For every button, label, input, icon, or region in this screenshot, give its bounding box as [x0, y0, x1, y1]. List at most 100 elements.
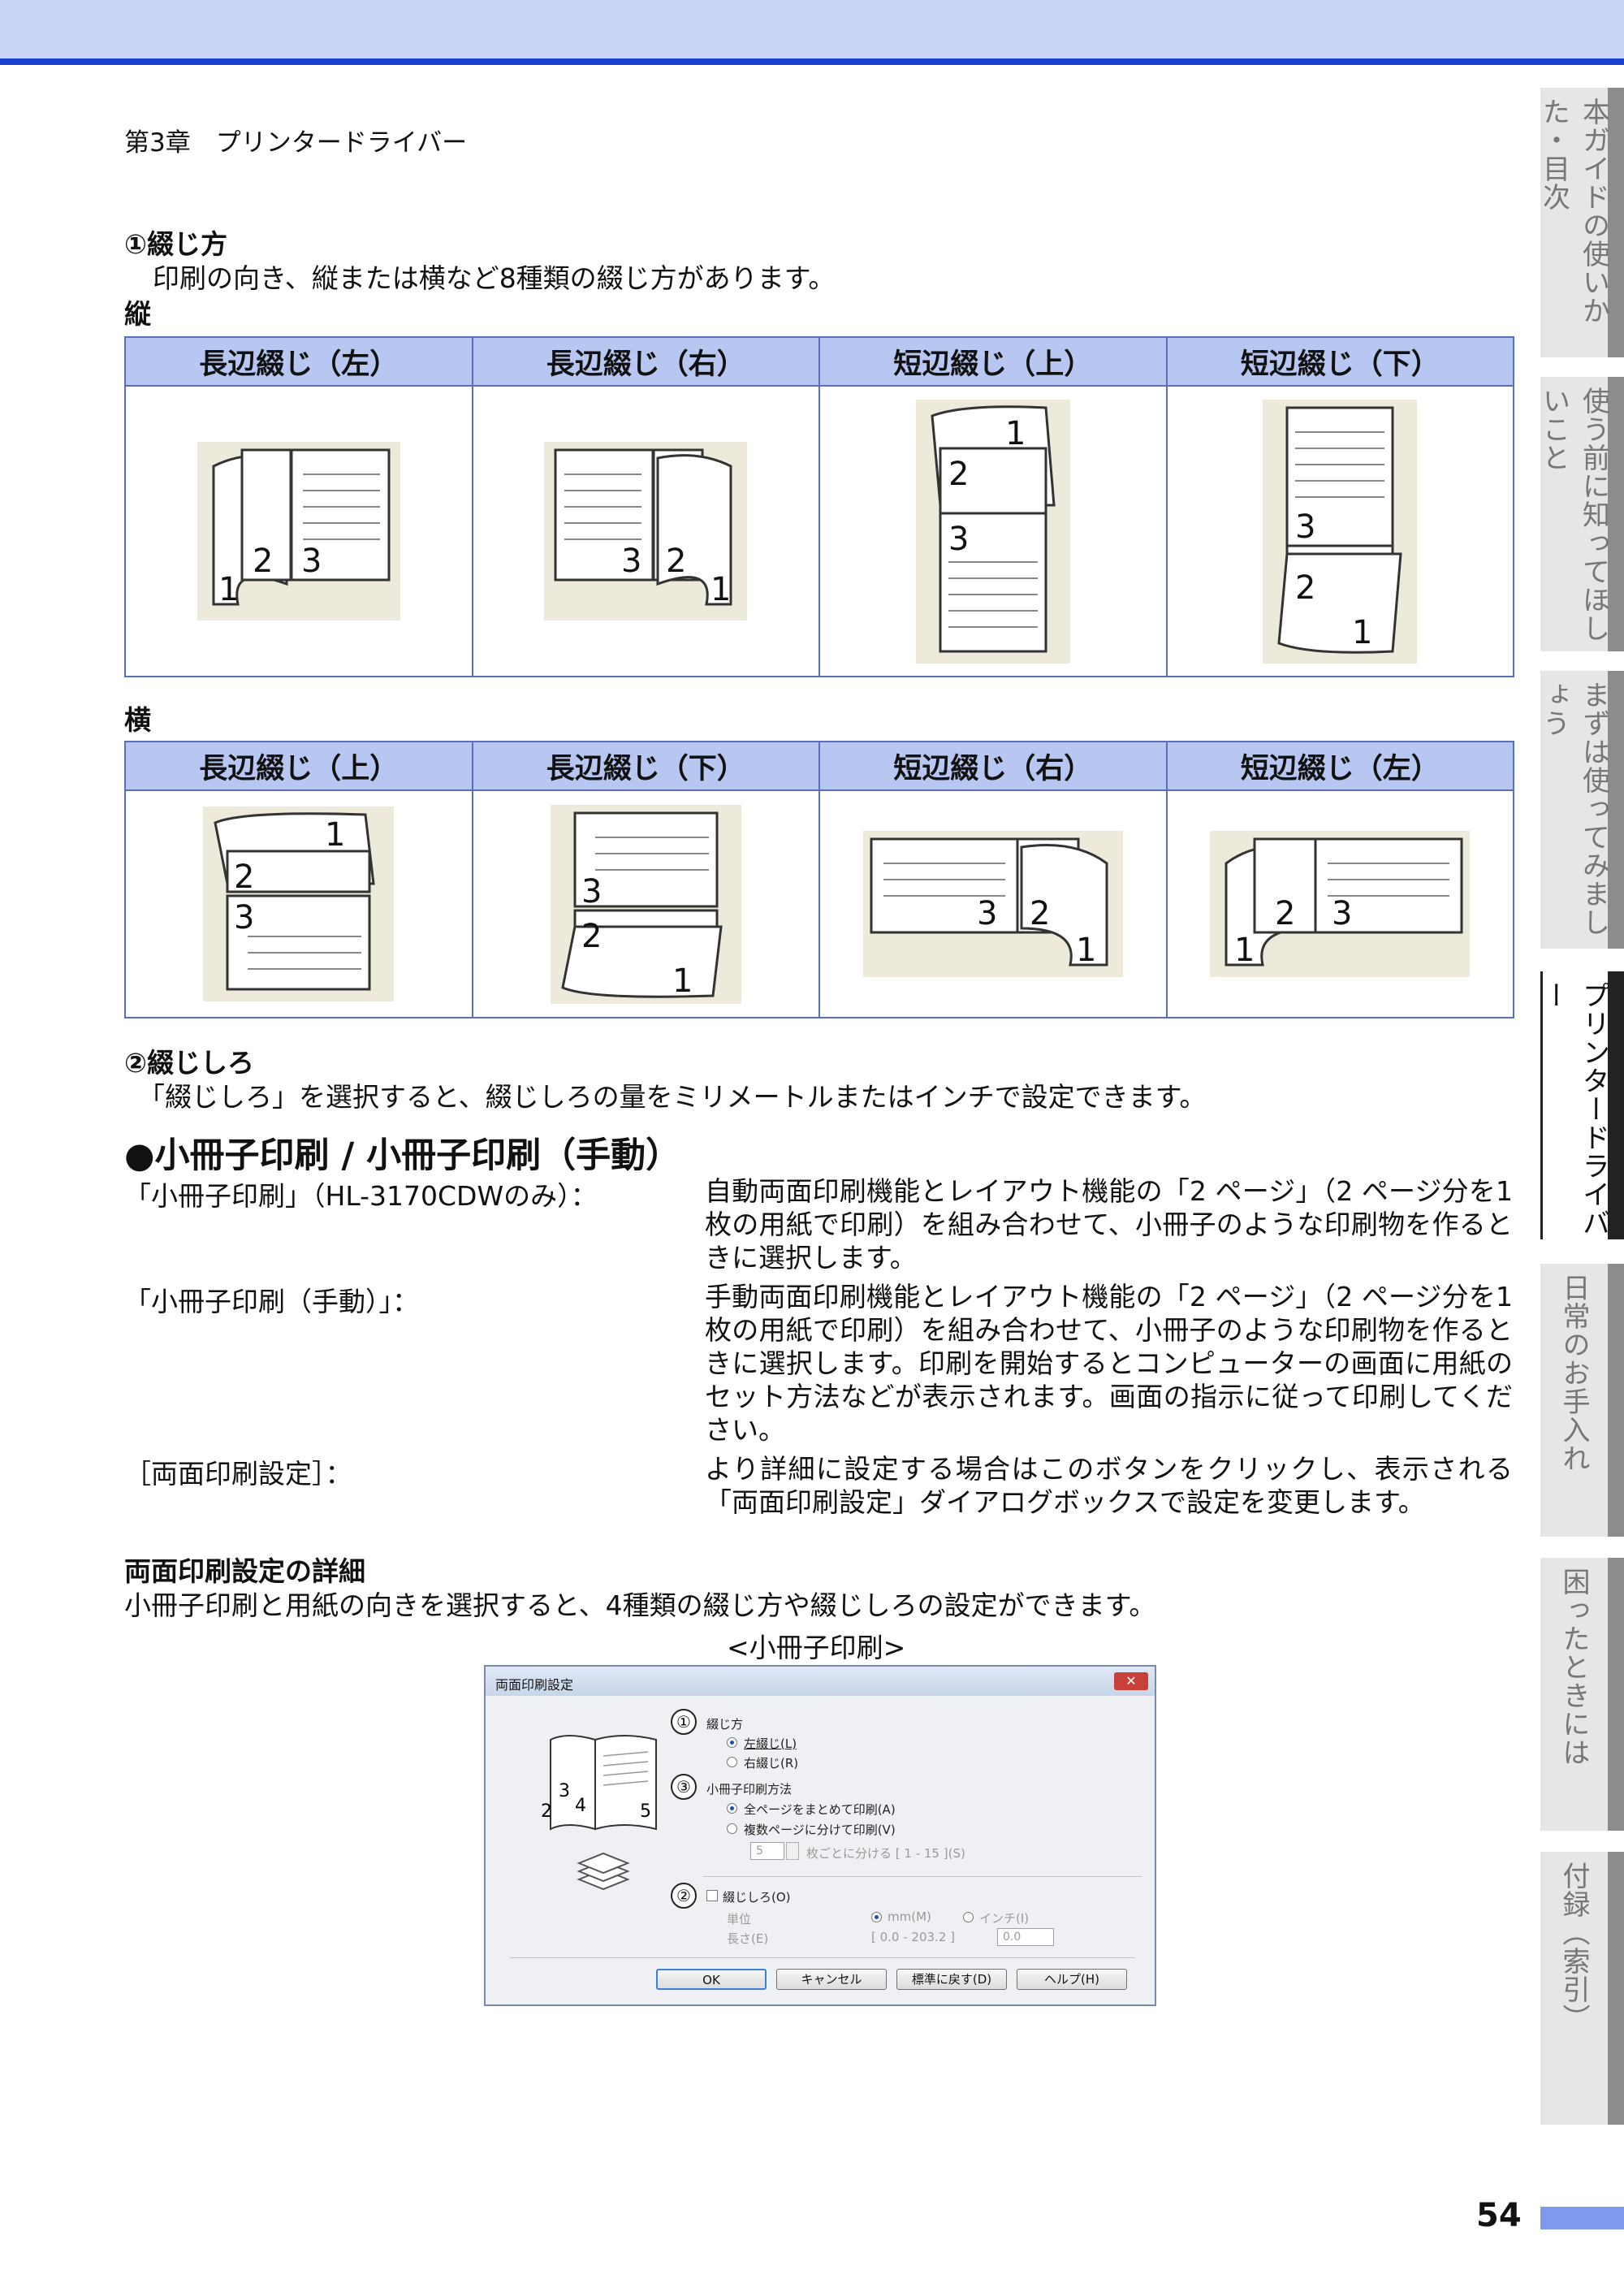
- sheets-input[interactable]: 5: [750, 1842, 784, 1860]
- right-binding-radio[interactable]: [727, 1757, 737, 1767]
- svg-text:1: 1: [1005, 415, 1026, 452]
- svg-text:1: 1: [218, 571, 239, 608]
- page-number-bar: [1540, 2207, 1624, 2229]
- header-rule: [0, 58, 1624, 65]
- split-pages-label: 複数ページに分けて印刷(V): [744, 1823, 896, 1837]
- duplex-detail-desc: 小冊子印刷と用紙の向きを選択すると、4種類の綴じ方や綴じしろの設定ができます。: [124, 1589, 1156, 1621]
- sheets-suffix: 枚ごとに分ける [ 1 - 15 ](S): [806, 1846, 965, 1861]
- margin-checkbox[interactable]: [706, 1890, 718, 1901]
- svg-text:3: 3: [1332, 895, 1352, 932]
- duplex-detail-heading: 両面印刷設定の詳細: [124, 1555, 365, 1587]
- page-number: 54: [1476, 2197, 1522, 2234]
- portrait-long-left-cell: 2 3 1: [124, 385, 473, 677]
- portrait-label: 縦: [124, 298, 151, 330]
- binding-illustration: 3 2 1: [1263, 399, 1418, 664]
- callout-number: ②: [671, 1883, 697, 1909]
- svg-text:3: 3: [977, 895, 997, 932]
- portrait-header: 長辺綴じ（左）: [124, 336, 473, 387]
- booklet-item-desc: 手動両面印刷機能とレイアウト機能の「2 ページ」（2 ページ分を1枚の用紙で印刷…: [705, 1281, 1513, 1446]
- close-button[interactable]: ✕: [1114, 1672, 1148, 1690]
- reset-default-button[interactable]: 標準に戻す(D): [896, 1969, 1007, 1990]
- print-all-label: 全ページをまとめて印刷(A): [744, 1802, 896, 1817]
- dialog-title: 両面印刷設定: [495, 1677, 574, 1693]
- landscape-short-right-cell: 3 2 1: [818, 789, 1168, 1018]
- landscape-header: 短辺綴じ（右）: [818, 741, 1168, 791]
- booklet-preview-icon: 3 2 4 5: [541, 1735, 657, 1831]
- portrait-header: 短辺綴じ（下）: [1165, 336, 1514, 387]
- right-binding-label: 右綴じ(R): [744, 1756, 799, 1771]
- landscape-header: 短辺綴じ（左）: [1165, 741, 1514, 791]
- side-tab-maintenance[interactable]: 日常のお手入れ: [1540, 1264, 1624, 1537]
- booklet-method-label: 小冊子印刷方法: [706, 1782, 793, 1797]
- binding-illustration: 2 3 1: [1210, 831, 1471, 977]
- landscape-long-top-cell: 1 2 3: [124, 789, 473, 1018]
- binding-method-desc: 印刷の向き、縦または横など8種類の綴じ方があります。: [153, 262, 836, 294]
- binding-illustration: 3 2 1: [544, 442, 748, 621]
- svg-text:2: 2: [541, 1801, 552, 1822]
- landscape-short-left-cell: 2 3 1: [1165, 789, 1514, 1018]
- margin-label: 綴じしろ(O): [723, 1890, 791, 1905]
- length-label: 長さ(E): [727, 1931, 769, 1946]
- binding-margin-desc: 「綴じしろ」を選択すると、綴じしろの量をミリメートルまたはインチで設定できます。: [138, 1081, 1207, 1113]
- svg-text:2: 2: [1030, 895, 1050, 932]
- binding-illustration: 1 2 3: [915, 399, 1070, 664]
- booklet-item-label: ［両面印刷設定］：: [124, 1458, 352, 1490]
- svg-text:3: 3: [621, 543, 641, 580]
- print-all-radio[interactable]: [727, 1803, 737, 1814]
- booklet-heading: ●小冊子印刷 / 小冊子印刷（手動）: [124, 1135, 681, 1176]
- portrait-short-top-cell: 1 2 3: [818, 385, 1168, 677]
- inch-radio[interactable]: [963, 1912, 974, 1922]
- dialog-separator: [510, 1957, 1135, 1958]
- left-binding-radio[interactable]: [727, 1737, 737, 1748]
- binding-illustration: 1 2 3: [203, 807, 395, 1001]
- left-binding-label: 左綴じ(L): [744, 1736, 797, 1751]
- split-pages-radio[interactable]: [727, 1823, 737, 1834]
- ok-button[interactable]: OK: [656, 1969, 767, 1990]
- booklet-item-desc: より詳細に設定する場合はこのボタンをクリックし、表示される「両面印刷設定」ダイア…: [705, 1453, 1513, 1518]
- landscape-header: 長辺綴じ（下）: [471, 741, 820, 791]
- svg-text:4: 4: [575, 1796, 586, 1816]
- svg-text:3: 3: [559, 1781, 570, 1801]
- svg-text:3: 3: [581, 873, 602, 910]
- cancel-button[interactable]: キャンセル: [776, 1969, 887, 1990]
- side-tab-printer-driver[interactable]: プリンタードライバー: [1538, 971, 1624, 1239]
- portrait-header: 短辺綴じ（上）: [818, 336, 1168, 387]
- callout-number: ③: [671, 1774, 697, 1800]
- svg-text:2: 2: [666, 543, 686, 580]
- svg-text:3: 3: [234, 899, 254, 936]
- side-tab-guide[interactable]: 本ガイドの使いかた・目次: [1538, 88, 1624, 357]
- svg-text:1: 1: [672, 962, 693, 1000]
- side-tab-get-started[interactable]: まずは使ってみましょう: [1538, 671, 1624, 949]
- booklet-item-label: 「小冊子印刷」（HL-3170CDWのみ）：: [124, 1180, 598, 1212]
- portrait-header: 長辺綴じ（右）: [471, 336, 820, 387]
- length-input[interactable]: 0.0: [997, 1928, 1054, 1946]
- inch-label: インチ(I): [979, 1911, 1030, 1926]
- binding-illustration: 3 2 1: [550, 804, 741, 1004]
- portrait-binding-table: 長辺綴じ（左） 長辺綴じ（右） 短辺綴じ（上） 短辺綴じ（下） 2 3 1: [124, 336, 1514, 677]
- binding-illustration: 2 3 1: [197, 442, 400, 621]
- binding-illustration: 3 2 1: [862, 831, 1123, 977]
- portrait-long-right-cell: 3 2 1: [471, 385, 820, 677]
- duplex-settings-dialog: 両面印刷設定 ✕ 3 2 4 5 ① 綴じ方 左綴じ(L) 右綴じ(R) ③ 小…: [484, 1665, 1156, 2006]
- landscape-binding-table: 長辺綴じ（上） 長辺綴じ（下） 短辺綴じ（右） 短辺綴じ（左） 1 2 3: [124, 741, 1514, 1018]
- booklet-item-label: 「小冊子印刷（手動）」：: [124, 1286, 419, 1317]
- unit-label: 単位: [727, 1912, 752, 1927]
- dialog-caption: <小冊子印刷>: [727, 1632, 906, 1663]
- svg-text:2: 2: [581, 918, 602, 955]
- length-range: [ 0.0 - 203.2 ]: [871, 1930, 955, 1944]
- svg-text:2: 2: [948, 456, 969, 493]
- landscape-label: 横: [124, 704, 151, 736]
- landscape-long-bottom-cell: 3 2 1: [471, 789, 820, 1018]
- svg-text:2: 2: [234, 858, 254, 896]
- paper-stack-icon: [577, 1852, 630, 1891]
- svg-text:1: 1: [1076, 932, 1096, 969]
- help-button[interactable]: ヘルプ(H): [1017, 1969, 1127, 1990]
- side-tab-before-use[interactable]: 使う前に知ってほしいこと: [1538, 377, 1624, 651]
- landscape-header: 長辺綴じ（上）: [124, 741, 473, 791]
- svg-text:1: 1: [1352, 614, 1372, 651]
- svg-text:2: 2: [253, 543, 273, 580]
- sheets-stepper[interactable]: [786, 1842, 799, 1860]
- side-tab-appendix[interactable]: 付録（索引）: [1540, 1852, 1624, 2125]
- side-tab-troubleshooting[interactable]: 困ったときには: [1540, 1558, 1624, 1831]
- mm-radio[interactable]: [871, 1912, 882, 1922]
